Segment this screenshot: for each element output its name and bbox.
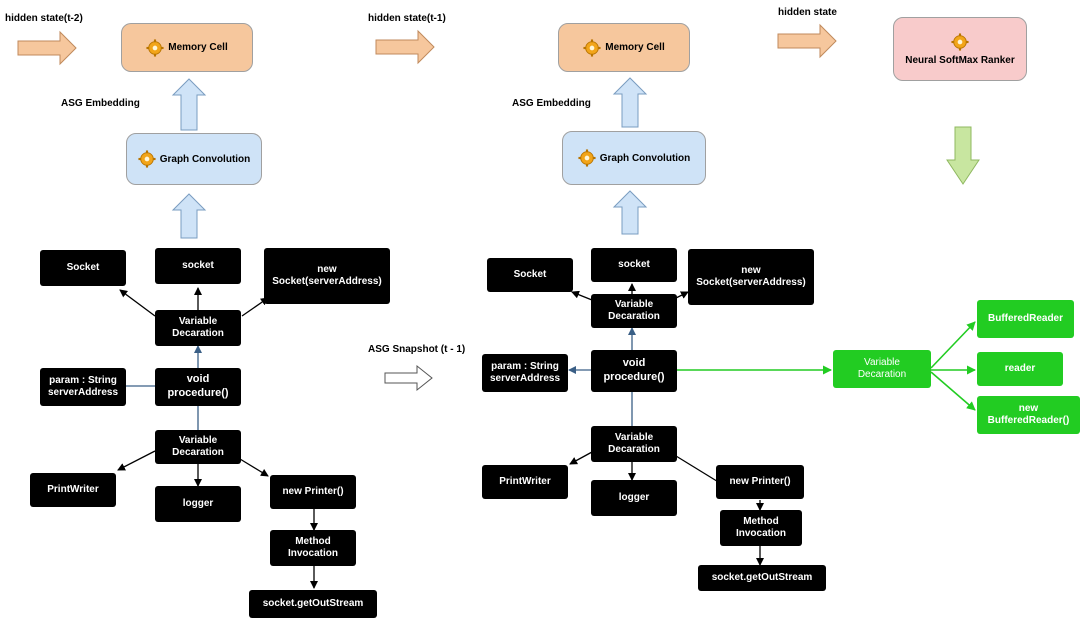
green-graph-edges [676, 321, 976, 411]
graph-convolution-1-label: Graph Convolution [159, 153, 251, 165]
left-node-get-out-stream: socket.getOutStream [249, 590, 377, 618]
memory-cell-2: Memory Cell [558, 23, 690, 72]
embed-arrow-graph-to-conv-2 [612, 190, 648, 235]
hidden-state-t2-label: hidden state(t-2) [5, 13, 83, 24]
gear-icon [578, 149, 596, 167]
gear-icon [951, 32, 969, 51]
graph-convolution-2-label: Graph Convolution [599, 152, 691, 164]
left-node-socket-class: Socket [40, 250, 126, 286]
left-node-printwriter: PrintWriter [30, 473, 116, 507]
graph-convolution-2: Graph Convolution [562, 131, 706, 185]
ranker-down-arrow [946, 126, 980, 185]
embed-arrow-conv-to-mem-1 [171, 78, 207, 131]
hidden-state-label: hidden state [778, 7, 837, 18]
left-graph-edges [112, 287, 318, 589]
left-node-logger: logger [155, 486, 241, 522]
neural-softmax-ranker: Neural SoftMax Ranker [893, 17, 1027, 81]
asg-embedding-label-2: ASG Embedding [512, 98, 591, 109]
neural-softmax-ranker-label: Neural SoftMax Ranker [905, 54, 1015, 66]
memory-cell-1: Memory Cell [121, 23, 253, 72]
green-node-buffered-reader: BufferedReader [977, 300, 1074, 338]
state-arrow-t2 [17, 30, 77, 66]
asg-snapshot-label: ASG Snapshot (t - 1) [368, 344, 466, 355]
gear-icon [583, 38, 601, 57]
embed-arrow-graph-to-conv-1 [171, 193, 207, 239]
green-node-reader: reader [977, 352, 1063, 386]
right-node-new-printer: new Printer() [716, 465, 804, 499]
right-node-logger: logger [591, 480, 677, 516]
memory-cell-2-label: Memory Cell [605, 42, 665, 53]
state-arrow-hidden [777, 23, 837, 59]
gear-icon [138, 150, 156, 168]
embed-arrow-conv-to-mem-2 [612, 77, 648, 128]
memory-cell-1-label: Memory Cell [168, 42, 228, 53]
right-node-get-out-stream: socket.getOutStream [698, 565, 826, 591]
hidden-state-t1-label: hidden state(t-1) [368, 13, 446, 24]
asg-embedding-label-1: ASG Embedding [61, 98, 140, 109]
left-node-socket-var: socket [155, 248, 241, 284]
graph-convolution-1: Graph Convolution [126, 133, 262, 185]
right-graph-edges [568, 283, 764, 566]
left-node-new-printer: new Printer() [270, 475, 356, 509]
snapshot-arrow [384, 364, 433, 392]
state-arrow-t1 [375, 29, 435, 65]
right-node-printwriter: PrintWriter [482, 465, 568, 499]
right-node-socket-class: Socket [487, 258, 573, 292]
right-node-socket-var: socket [591, 248, 677, 282]
gear-icon [146, 38, 164, 57]
